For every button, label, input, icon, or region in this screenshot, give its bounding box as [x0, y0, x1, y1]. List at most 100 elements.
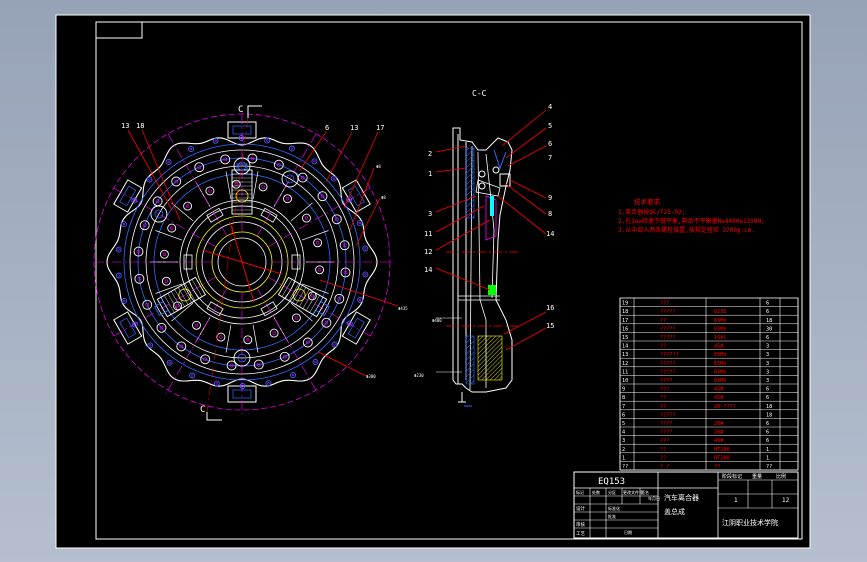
- svg-text:阶段标记: 阶段标记: [722, 473, 742, 480]
- svg-text:标准化: 标准化: [608, 505, 620, 511]
- bom-cell: 65Mn: [714, 369, 727, 375]
- svg-text:更改文件号: 更改文件号: [623, 489, 643, 495]
- svg-text:3: 3: [428, 210, 432, 218]
- bom-cell: 6: [766, 387, 769, 393]
- drawing-frame: [95, 21, 803, 540]
- school-name: 江阴职业技术学院: [722, 518, 778, 527]
- bom-cell: 19: [622, 301, 628, 307]
- bom-cell: ????: [660, 430, 673, 436]
- bom-cell: 8: [622, 395, 625, 401]
- bom-cell: 17: [622, 318, 628, 324]
- cut-label-bottom: C: [200, 405, 205, 415]
- svg-text:13: 13: [121, 122, 129, 130]
- bom-cell: 6: [766, 438, 769, 444]
- bom-cell: ???: [660, 438, 669, 444]
- bom-cell: ??: [660, 404, 666, 410]
- svg-text:7: 7: [548, 154, 552, 162]
- bom-cell: HT200: [714, 455, 730, 461]
- svg-text:Φ8: Φ8: [381, 195, 386, 200]
- bom-cell: 65Mn: [714, 361, 727, 367]
- svg-text:2: 2: [428, 150, 432, 158]
- svg-text:4: 4: [548, 103, 552, 111]
- bom-cell: 45#: [714, 344, 724, 350]
- clutch-section-view: Φ400 Φ230: [414, 127, 520, 407]
- bom-cell: 65Mn: [714, 352, 727, 358]
- bom-cell: ?????: [660, 309, 676, 315]
- section-label: C-C: [472, 89, 487, 98]
- svg-text:8: 8: [548, 210, 552, 218]
- svg-text:16: 16: [546, 304, 554, 312]
- bom-cell: 6: [622, 412, 625, 418]
- bom-cell: 20#: [714, 430, 724, 436]
- bom-cell: 3: [622, 438, 625, 444]
- svg-text:处数: 处数: [592, 489, 600, 495]
- bom-cell: ??: [622, 464, 628, 470]
- svg-text:6: 6: [325, 124, 329, 132]
- svg-text:分区: 分区: [608, 489, 616, 495]
- bom-cell: 5: [622, 421, 625, 427]
- svg-text:日期: 日期: [624, 529, 632, 535]
- bom-cell: ????: [660, 378, 673, 384]
- svg-text:重量: 重量: [752, 473, 762, 480]
- svg-text:审核: 审核: [576, 521, 585, 528]
- part-name-2: 盖总成: [664, 507, 685, 516]
- bom-cell: ?????: [660, 369, 676, 375]
- bom-cell: 65Mn: [714, 326, 727, 332]
- bom-cell: 3: [766, 378, 769, 384]
- svg-text:标记: 标记: [576, 489, 584, 495]
- paper: [55, 14, 811, 549]
- bom-cell: 6: [766, 421, 769, 427]
- svg-text:6: 6: [548, 140, 552, 148]
- bom-cell: 3: [766, 369, 769, 375]
- bom-cell: 45#: [714, 387, 724, 393]
- bom-cell: 7: [622, 404, 625, 410]
- bom-cell: 15: [622, 335, 628, 341]
- bom-cell: ??: [660, 344, 666, 350]
- notes-line-2: 2.在1ew转速下做平衡,剩余不平衡量N≤4400≤1350N;: [618, 217, 765, 225]
- bom-cell: 4: [622, 430, 625, 436]
- svg-text:Φ230: Φ230: [414, 373, 424, 378]
- bom-cell: ??: [660, 455, 666, 461]
- notes-title: 技术要求: [634, 197, 661, 206]
- bom-cell: ?????: [660, 412, 676, 418]
- bom-cell: ??: [660, 395, 666, 401]
- bom-cell: ??: [660, 318, 666, 324]
- bom-cell: 3: [766, 361, 769, 367]
- svg-text:14: 14: [546, 230, 554, 238]
- svg-text:12: 12: [424, 248, 432, 256]
- corner-box: [95, 21, 143, 39]
- bom-cell: 2: [622, 447, 625, 453]
- bom-cell: 3: [766, 352, 769, 358]
- notes-line-3: 3.从中部入两条螺栓装置,按规定扭矩 3700g.cm.: [618, 226, 755, 234]
- svg-text:Φ8: Φ8: [376, 164, 381, 169]
- svg-text:签名: 签名: [641, 489, 649, 495]
- bom-cell: 18: [622, 309, 628, 315]
- svg-text:工艺: 工艺: [576, 531, 585, 537]
- svg-text:Φ400: Φ400: [432, 318, 442, 323]
- bom-cell: 65Mn: [714, 318, 727, 324]
- bom-cell: 20-????: [714, 404, 736, 410]
- svg-text:年月日: 年月日: [648, 495, 660, 501]
- bom-cell: ???: [660, 301, 669, 307]
- svg-text:批准: 批准: [608, 513, 616, 519]
- bom-cell: 16: [622, 326, 628, 332]
- bom-cell: 18: [766, 412, 772, 418]
- bom-cell: 18: [766, 318, 772, 324]
- bom-cell: 6: [766, 309, 769, 315]
- technical-notes: 技术要求 1.离合器按QC/T25-92; 2.在1ew转速下做平衡,剩余不平衡…: [618, 197, 765, 234]
- svg-text:18: 18: [136, 122, 144, 130]
- bom-cell: 14: [622, 344, 628, 350]
- bom-cell: 6: [766, 430, 769, 436]
- svg-text:5: 5: [548, 122, 552, 130]
- bom-cell: 12: [622, 361, 628, 367]
- bom-cell: 1: [766, 447, 769, 453]
- bom-cell: HT200: [714, 447, 730, 453]
- bom-cell: ????: [660, 421, 673, 427]
- bom-cell: 3: [766, 344, 769, 350]
- bom-cell: 20#: [714, 421, 724, 427]
- part-name-1: 汽车离合器: [664, 493, 699, 502]
- svg-text:比例: 比例: [776, 473, 786, 480]
